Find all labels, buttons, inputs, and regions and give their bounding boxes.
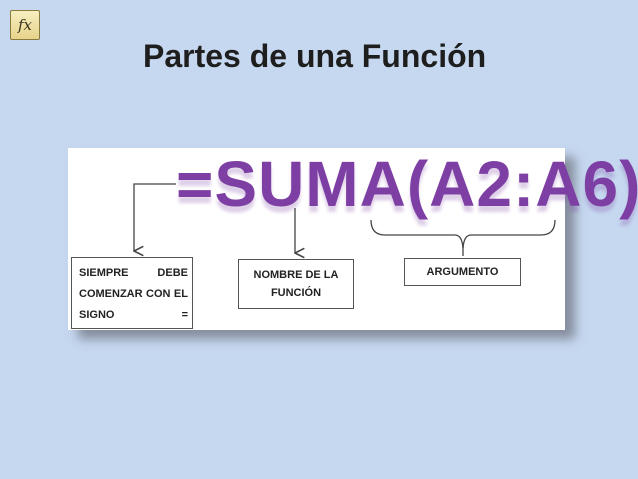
diagram-connectors [68, 183, 556, 330]
label-signo: SIEMPRE DEBE COMENZAR CON EL SIGNO = [71, 257, 193, 329]
page-title: Partes de una Función [143, 38, 487, 74]
function-parts-diagram: =SUMA(A2:A6) SIEMPRE DEBE COMENZAR CON E… [68, 148, 638, 330]
label-argumento: ARGUMENTO [404, 258, 521, 286]
argumento-brace [370, 219, 556, 249]
signo-arrow [134, 183, 176, 251]
formula-text: =SUMA(A2:A6) [176, 148, 638, 220]
label-nombre-funcion: NOMBRE DE LA FUNCIÓN [238, 259, 354, 309]
fx-icon: fx [10, 10, 40, 40]
